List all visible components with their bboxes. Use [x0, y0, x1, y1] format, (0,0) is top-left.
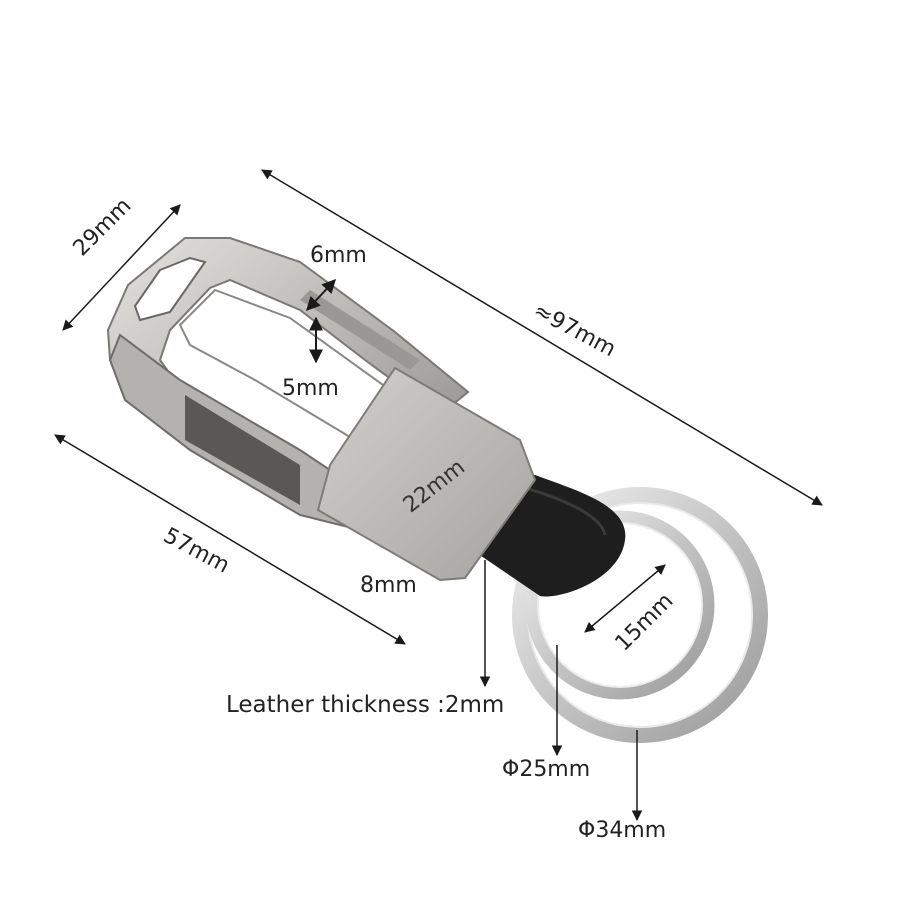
dim-line-29mm: [62, 204, 181, 331]
ring-25mm-label: Φ25mm: [502, 757, 591, 782]
small-split-ring: [525, 510, 715, 700]
leather-thickness-label: Leather thickness :2mm: [226, 692, 505, 718]
dim-line-57mm: [54, 434, 406, 645]
dimension-8mm-label: 8mm: [360, 573, 417, 598]
dim-line-15mm: [584, 564, 666, 633]
dim-line-97mm: [261, 169, 823, 506]
dimension-6mm-label: 6mm: [310, 243, 367, 268]
dim-line-6mm: [306, 278, 336, 312]
dimension-5mm-label: 5mm: [282, 376, 339, 401]
ring-34mm-label: Φ34mm: [578, 818, 667, 843]
